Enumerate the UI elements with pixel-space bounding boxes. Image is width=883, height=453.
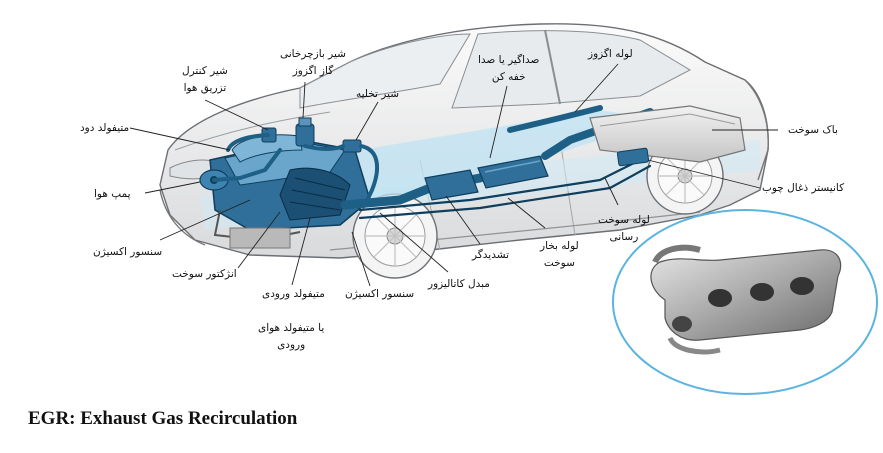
car-side-windows xyxy=(451,30,692,109)
car-front-bumper xyxy=(159,189,206,246)
label-relief-valve: شیر تخلیه xyxy=(356,88,400,100)
car-rear-end xyxy=(744,79,769,181)
label-fuel-injector: انژکتور سوخت xyxy=(172,268,237,280)
label-resonator: تشدیدگر xyxy=(472,249,510,261)
tailpipe xyxy=(507,105,603,133)
label-catalytic-converter: مبدل کاتالیزور xyxy=(428,278,490,290)
label-secondary-manifold: متیفولد دود xyxy=(80,122,130,134)
exhaust-flow-highlight xyxy=(300,110,660,205)
resonator-part xyxy=(477,155,549,189)
charcoal-canister-part xyxy=(616,147,650,167)
egr-valve-part xyxy=(295,117,315,147)
diagram-caption: EGR: Exhaust Gas Recirculation xyxy=(28,408,298,429)
label-oxygen-sensor-1: سنسور اکسیژن xyxy=(93,246,163,258)
exhaust-manifold-inset xyxy=(612,209,878,395)
intake-manifold-part xyxy=(231,134,303,163)
catalytic-converter-part xyxy=(424,169,479,201)
car-window-pillar xyxy=(544,29,561,105)
vapor-line-pipe xyxy=(358,164,652,220)
label-air-pump: پمپ هوا xyxy=(94,188,131,200)
front-wheel xyxy=(352,193,438,279)
label-fuel-tank: باک سوخت xyxy=(788,124,838,136)
relief-valve-part xyxy=(342,139,362,153)
label-exhaust-pipe: لوله اگزوز xyxy=(588,48,633,60)
leader-lines xyxy=(129,63,778,287)
label-intake-manifold: متیفولد ورودی xyxy=(262,288,325,300)
manifold-illustration xyxy=(650,244,842,355)
fuel-tank-part xyxy=(589,105,746,163)
car-hood-line xyxy=(174,111,331,151)
car-windshield xyxy=(299,33,471,109)
label-charcoal-canister: کانیستر ذغال چوب xyxy=(762,182,845,194)
label-oxygen-sensor-2: سنسور اکسیژن xyxy=(345,288,415,300)
fuel-line-pipe xyxy=(358,158,642,212)
